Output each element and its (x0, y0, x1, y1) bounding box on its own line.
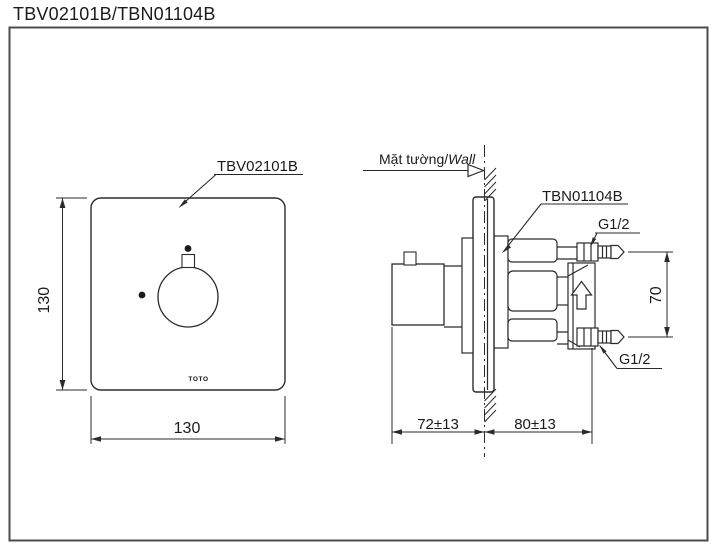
wall-hatching-top (484, 167, 497, 202)
sheet-title: TBV02101B/TBN01104B (13, 4, 216, 24)
dim-arrow-right-icon (275, 436, 285, 442)
wall-centerline (484, 145, 497, 457)
wall-pointer-arrow-icon (467, 163, 486, 178)
back-depth-dim-label: 80±13 (514, 416, 556, 433)
dim-arrow-down-icon (664, 327, 670, 337)
port-spacing-dimension (628, 251, 673, 338)
dim-arrow-right-icon (582, 429, 592, 435)
flow-direction-arrow-icon (570, 280, 593, 310)
front-width-dim-label: 130 (173, 420, 201, 437)
bottom-pipe-fitting (576, 327, 625, 347)
front-part-leader (178, 173, 303, 208)
top-thread-tip (610, 244, 625, 260)
top-thread-label: G1/2 (598, 217, 630, 233)
wall-label: Mặt tường/Wall (379, 151, 475, 167)
dim-arrow-up-icon (664, 252, 670, 262)
depth-dimensions (391, 327, 593, 444)
dim-arrow-up-icon (59, 198, 66, 208)
knob-side-profile (391, 251, 462, 328)
port-spacing-dim-label: 70 (647, 286, 665, 305)
leader-arrowhead-icon (599, 344, 607, 354)
bottom-thread-label: G1/2 (619, 352, 651, 368)
front-height-dimension (56, 197, 87, 391)
dim-arrow-left-icon (484, 429, 495, 435)
top-pipe-fitting (576, 242, 625, 262)
leader-arrowhead-icon (502, 244, 511, 253)
brand-logo: TOTO (188, 376, 209, 383)
dim-arrow-left-icon (392, 429, 402, 435)
dim-arrow-left-icon (91, 436, 101, 442)
wall-label-en: Wall (448, 151, 476, 167)
dim-arrow-down-icon (59, 380, 66, 390)
front-width-dimension (90, 396, 286, 444)
leader-arrowhead-icon (178, 199, 188, 208)
wall-label-vi: Mặt tường/ (379, 151, 449, 167)
face-plate-outline (90, 197, 286, 391)
knob-button-dot (184, 245, 192, 252)
sheet-border (8, 26, 709, 542)
front-depth-dim-label: 72±13 (417, 416, 459, 433)
leader-arrowhead-icon (590, 237, 597, 247)
dim-arrow-right-icon (474, 429, 485, 435)
bottom-thread-leader (599, 344, 662, 370)
plate-indicator-dot (138, 291, 146, 299)
bottom-thread-tip (610, 329, 625, 345)
front-part-label: TBV02101B (217, 158, 298, 175)
knob-top-tab (181, 253, 196, 269)
escutcheon-plate-edge (472, 196, 495, 393)
top-thread-leader (590, 232, 640, 247)
front-height-dim-label: 130 (35, 286, 53, 314)
wall-hatching-bottom (484, 388, 497, 423)
side-part-leader (502, 203, 628, 253)
front-view-drawing (56, 173, 303, 444)
valve-cover-edge (461, 237, 474, 354)
side-view-drawing (363, 145, 673, 457)
side-part-label: TBN01104B (542, 188, 623, 205)
wall-label-pointer (363, 163, 486, 178)
